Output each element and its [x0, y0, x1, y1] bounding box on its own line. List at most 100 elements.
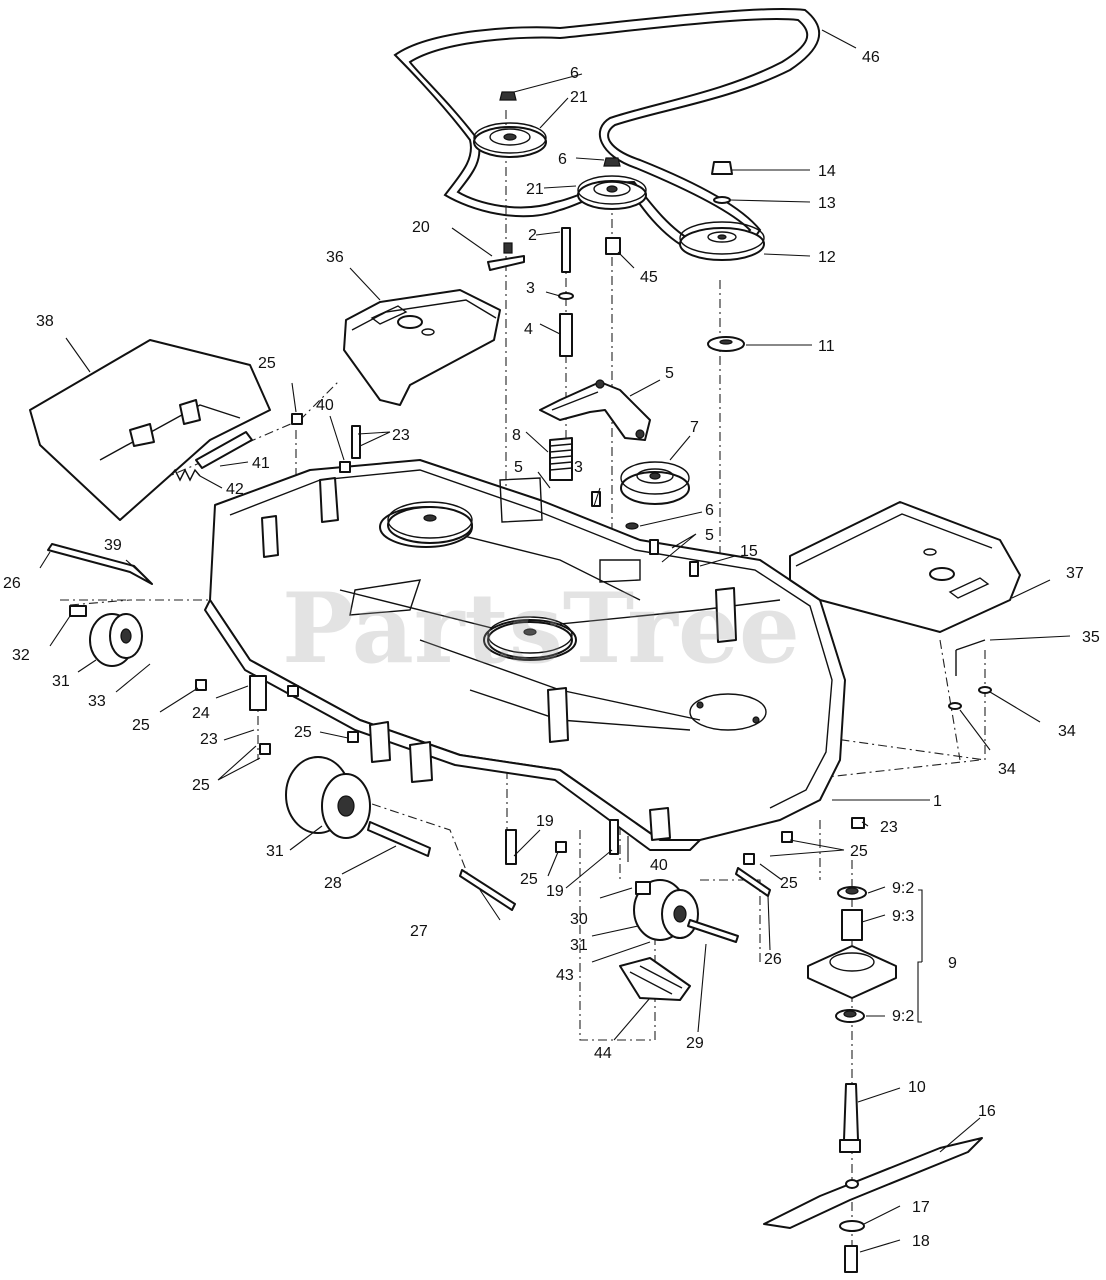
callout-23: 23 — [200, 731, 218, 748]
spindle-pulley-center — [487, 616, 573, 659]
pins-27-28-29 — [47, 543, 771, 943]
callout-33: 33 — [88, 693, 106, 710]
guard-44 — [619, 957, 691, 1001]
callout-32: 32 — [12, 647, 30, 664]
callout-9-3: 9:3 — [892, 908, 914, 925]
belt-cover-37 — [789, 501, 1021, 633]
callout-34: 34 — [998, 761, 1016, 778]
callout-25: 25 — [258, 355, 276, 372]
bolt-18 — [844, 1245, 858, 1273]
callout-25: 25 — [850, 843, 868, 860]
callout-36: 36 — [326, 249, 344, 266]
callout-13: 13 — [818, 195, 836, 212]
callout-6: 6 — [570, 65, 579, 82]
callout-21: 21 — [570, 89, 588, 106]
callout-20: 20 — [412, 219, 430, 236]
callout-29: 29 — [686, 1035, 704, 1052]
hardware — [195, 413, 992, 865]
pulley-12 — [679, 221, 765, 261]
idler-arm — [539, 379, 651, 441]
callout-4: 4 — [524, 321, 533, 338]
callout-26: 26 — [3, 575, 21, 592]
callout-25: 25 — [520, 871, 538, 888]
pulley-21-middle — [577, 175, 647, 210]
callout-30: 30 — [570, 911, 588, 928]
callout-15: 15 — [740, 543, 758, 560]
nut-6-lower — [625, 522, 639, 530]
callout-16: 16 — [978, 1103, 996, 1120]
drive-belt — [393, 8, 821, 254]
bolt-30 — [635, 881, 651, 895]
callout-9-2-lower: 9:2 — [892, 1008, 914, 1025]
callout-25: 25 — [132, 717, 150, 734]
callout-2: 2 — [528, 227, 537, 244]
washer-17 — [839, 1220, 865, 1232]
callout-31: 31 — [52, 673, 70, 690]
callout-6: 6 — [705, 502, 714, 519]
callout-5: 5 — [665, 365, 674, 382]
callout-46: 46 — [862, 49, 880, 66]
discharge-chute-38 — [29, 339, 271, 521]
callout-12: 12 — [818, 249, 836, 266]
callout-25: 25 — [294, 724, 312, 741]
idler-pulley-7 — [620, 461, 690, 505]
callout-23: 23 — [880, 819, 898, 836]
callout-17: 17 — [912, 1199, 930, 1216]
callout-27: 27 — [410, 923, 428, 940]
callout-40: 40 — [650, 857, 668, 874]
callout-1: 1 — [933, 793, 942, 810]
bushing-4 — [559, 313, 573, 357]
rod-41 — [195, 431, 253, 469]
bolt-32 — [69, 605, 87, 617]
callout-11: 11 — [818, 338, 835, 355]
callout-25: 25 — [780, 875, 798, 892]
callout-7: 7 — [690, 419, 699, 436]
washer-3-upper — [558, 292, 574, 300]
spindle-pulley-left — [387, 501, 473, 544]
deck-spindle-right — [689, 693, 767, 731]
nut-6-middle — [603, 157, 621, 167]
cap-20 — [487, 242, 525, 271]
callout-38: 38 — [36, 313, 54, 330]
spring-8 — [549, 437, 573, 481]
callout-37: 37 — [1066, 565, 1084, 582]
callout-21: 21 — [526, 181, 544, 198]
leader-lines — [39, 29, 1071, 1253]
callout-5: 5 — [514, 459, 523, 476]
spacer-45 — [605, 237, 621, 255]
nut-6-top — [499, 91, 517, 101]
watermark: PartsTree — [282, 572, 800, 685]
callout-41: 41 — [252, 455, 270, 472]
callout-3: 3 — [526, 280, 535, 297]
belt-cover-36 — [343, 289, 501, 406]
nut-14 — [711, 161, 733, 175]
callout-18: 18 — [912, 1233, 930, 1250]
washer-13 — [713, 196, 731, 204]
callout-39: 39 — [104, 537, 122, 554]
callout-31: 31 — [266, 843, 284, 860]
callout-25: 25 — [192, 777, 210, 794]
callout-5: 5 — [705, 527, 714, 544]
callout-9-2-upper: 9:2 — [892, 880, 914, 897]
callout-24: 24 — [192, 705, 210, 722]
callout-14: 14 — [818, 163, 836, 180]
callout-44: 44 — [594, 1045, 612, 1062]
callout-40: 40 — [316, 397, 334, 414]
callout-35: 35 — [1082, 629, 1100, 646]
callout-9: 9 — [948, 955, 957, 972]
callout-19: 19 — [536, 813, 554, 830]
anti-scalp-wheel-upper-left — [89, 613, 143, 667]
callout-28: 28 — [324, 875, 342, 892]
spring-42 — [169, 468, 201, 482]
callout-6: 6 — [558, 151, 567, 168]
roller-front-right — [633, 879, 699, 941]
callout-10: 10 — [908, 1079, 926, 1096]
pulley-21-top — [473, 122, 547, 158]
spindle-assembly — [807, 886, 897, 1153]
callout-3: 3 — [574, 459, 583, 476]
callout-labels: 1 2 3 3 4 5 5 5 6 6 6 7 8 9 9:2 9:3 9:2 … — [3, 49, 1100, 1250]
blade-16 — [763, 1137, 983, 1229]
roller-front-left — [285, 756, 371, 839]
pivot-bolt-2 — [561, 227, 571, 273]
